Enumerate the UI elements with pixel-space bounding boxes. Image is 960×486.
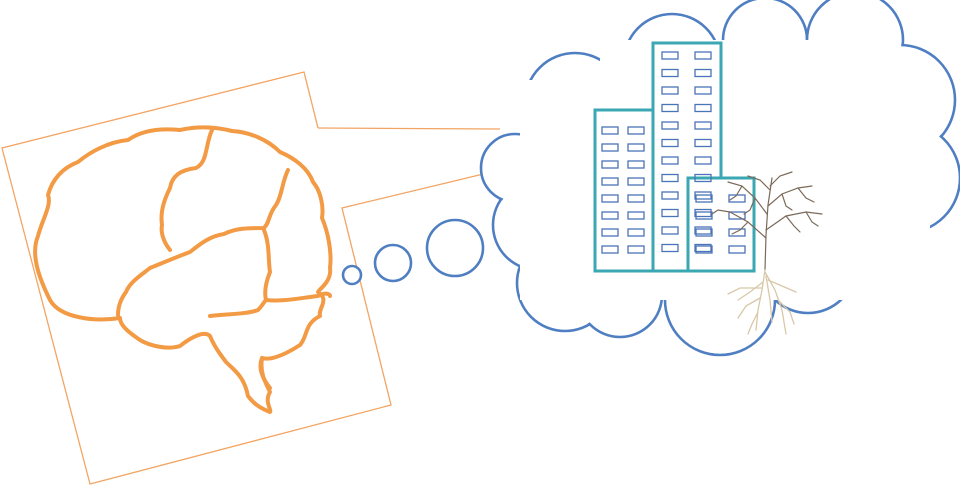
- building-window: [694, 156, 712, 165]
- building-window: [694, 173, 712, 183]
- brain-fold-2: [116, 168, 290, 317]
- building-window: [661, 173, 679, 183]
- brain-stem: [258, 356, 272, 390]
- building-window: [694, 51, 712, 60]
- building-window: [627, 194, 645, 203]
- building-window: [694, 243, 712, 253]
- building-window: [601, 160, 619, 169]
- building-windows: [601, 51, 746, 254]
- thought-bubble-large: [425, 218, 485, 278]
- building-window: [695, 245, 713, 254]
- building-window: [601, 126, 619, 135]
- thought-bubble-medium: [373, 243, 413, 283]
- brain: [33, 125, 333, 414]
- building-window: [728, 228, 746, 237]
- building-window: [601, 211, 619, 220]
- building-window: [694, 226, 712, 235]
- building-window: [694, 121, 712, 130]
- tree-roots: [727, 269, 797, 335]
- building-window: [695, 211, 713, 220]
- building-window: [695, 194, 713, 203]
- thought-bubbles: [341, 218, 485, 286]
- building-window: [661, 243, 679, 253]
- building-window: [695, 228, 713, 237]
- building-window: [627, 177, 645, 186]
- building-window: [694, 68, 712, 78]
- brain-fold-4: [208, 298, 268, 318]
- building-window: [661, 68, 679, 78]
- building-window: [627, 228, 645, 237]
- tree: [711, 171, 823, 271]
- building-window: [694, 208, 712, 218]
- building-window: [728, 211, 746, 220]
- building-window: [661, 208, 679, 218]
- thought-bubble-small: [341, 264, 363, 286]
- building-window: [661, 138, 679, 148]
- brain-outline: [33, 125, 333, 414]
- building-window: [694, 103, 712, 113]
- building-window: [601, 228, 619, 237]
- building-window: [661, 86, 679, 95]
- building-window: [601, 245, 619, 254]
- building-window: [728, 245, 746, 254]
- building-window: [661, 226, 679, 235]
- building-window: [627, 245, 645, 254]
- building-window: [627, 126, 645, 135]
- brain-fold-1: [159, 128, 214, 252]
- building-window: [694, 138, 712, 148]
- building-right: [686, 176, 756, 273]
- building-window: [627, 143, 645, 152]
- building-window: [601, 194, 619, 203]
- building-window: [661, 51, 679, 60]
- building-window: [661, 156, 679, 165]
- building-window: [601, 143, 619, 152]
- building-window: [694, 86, 712, 95]
- building-window: [627, 160, 645, 169]
- building-window: [661, 121, 679, 130]
- building-window: [601, 177, 619, 186]
- building-left: [593, 108, 655, 273]
- building-window: [661, 191, 679, 200]
- building-window: [627, 211, 645, 220]
- building-window: [661, 103, 679, 113]
